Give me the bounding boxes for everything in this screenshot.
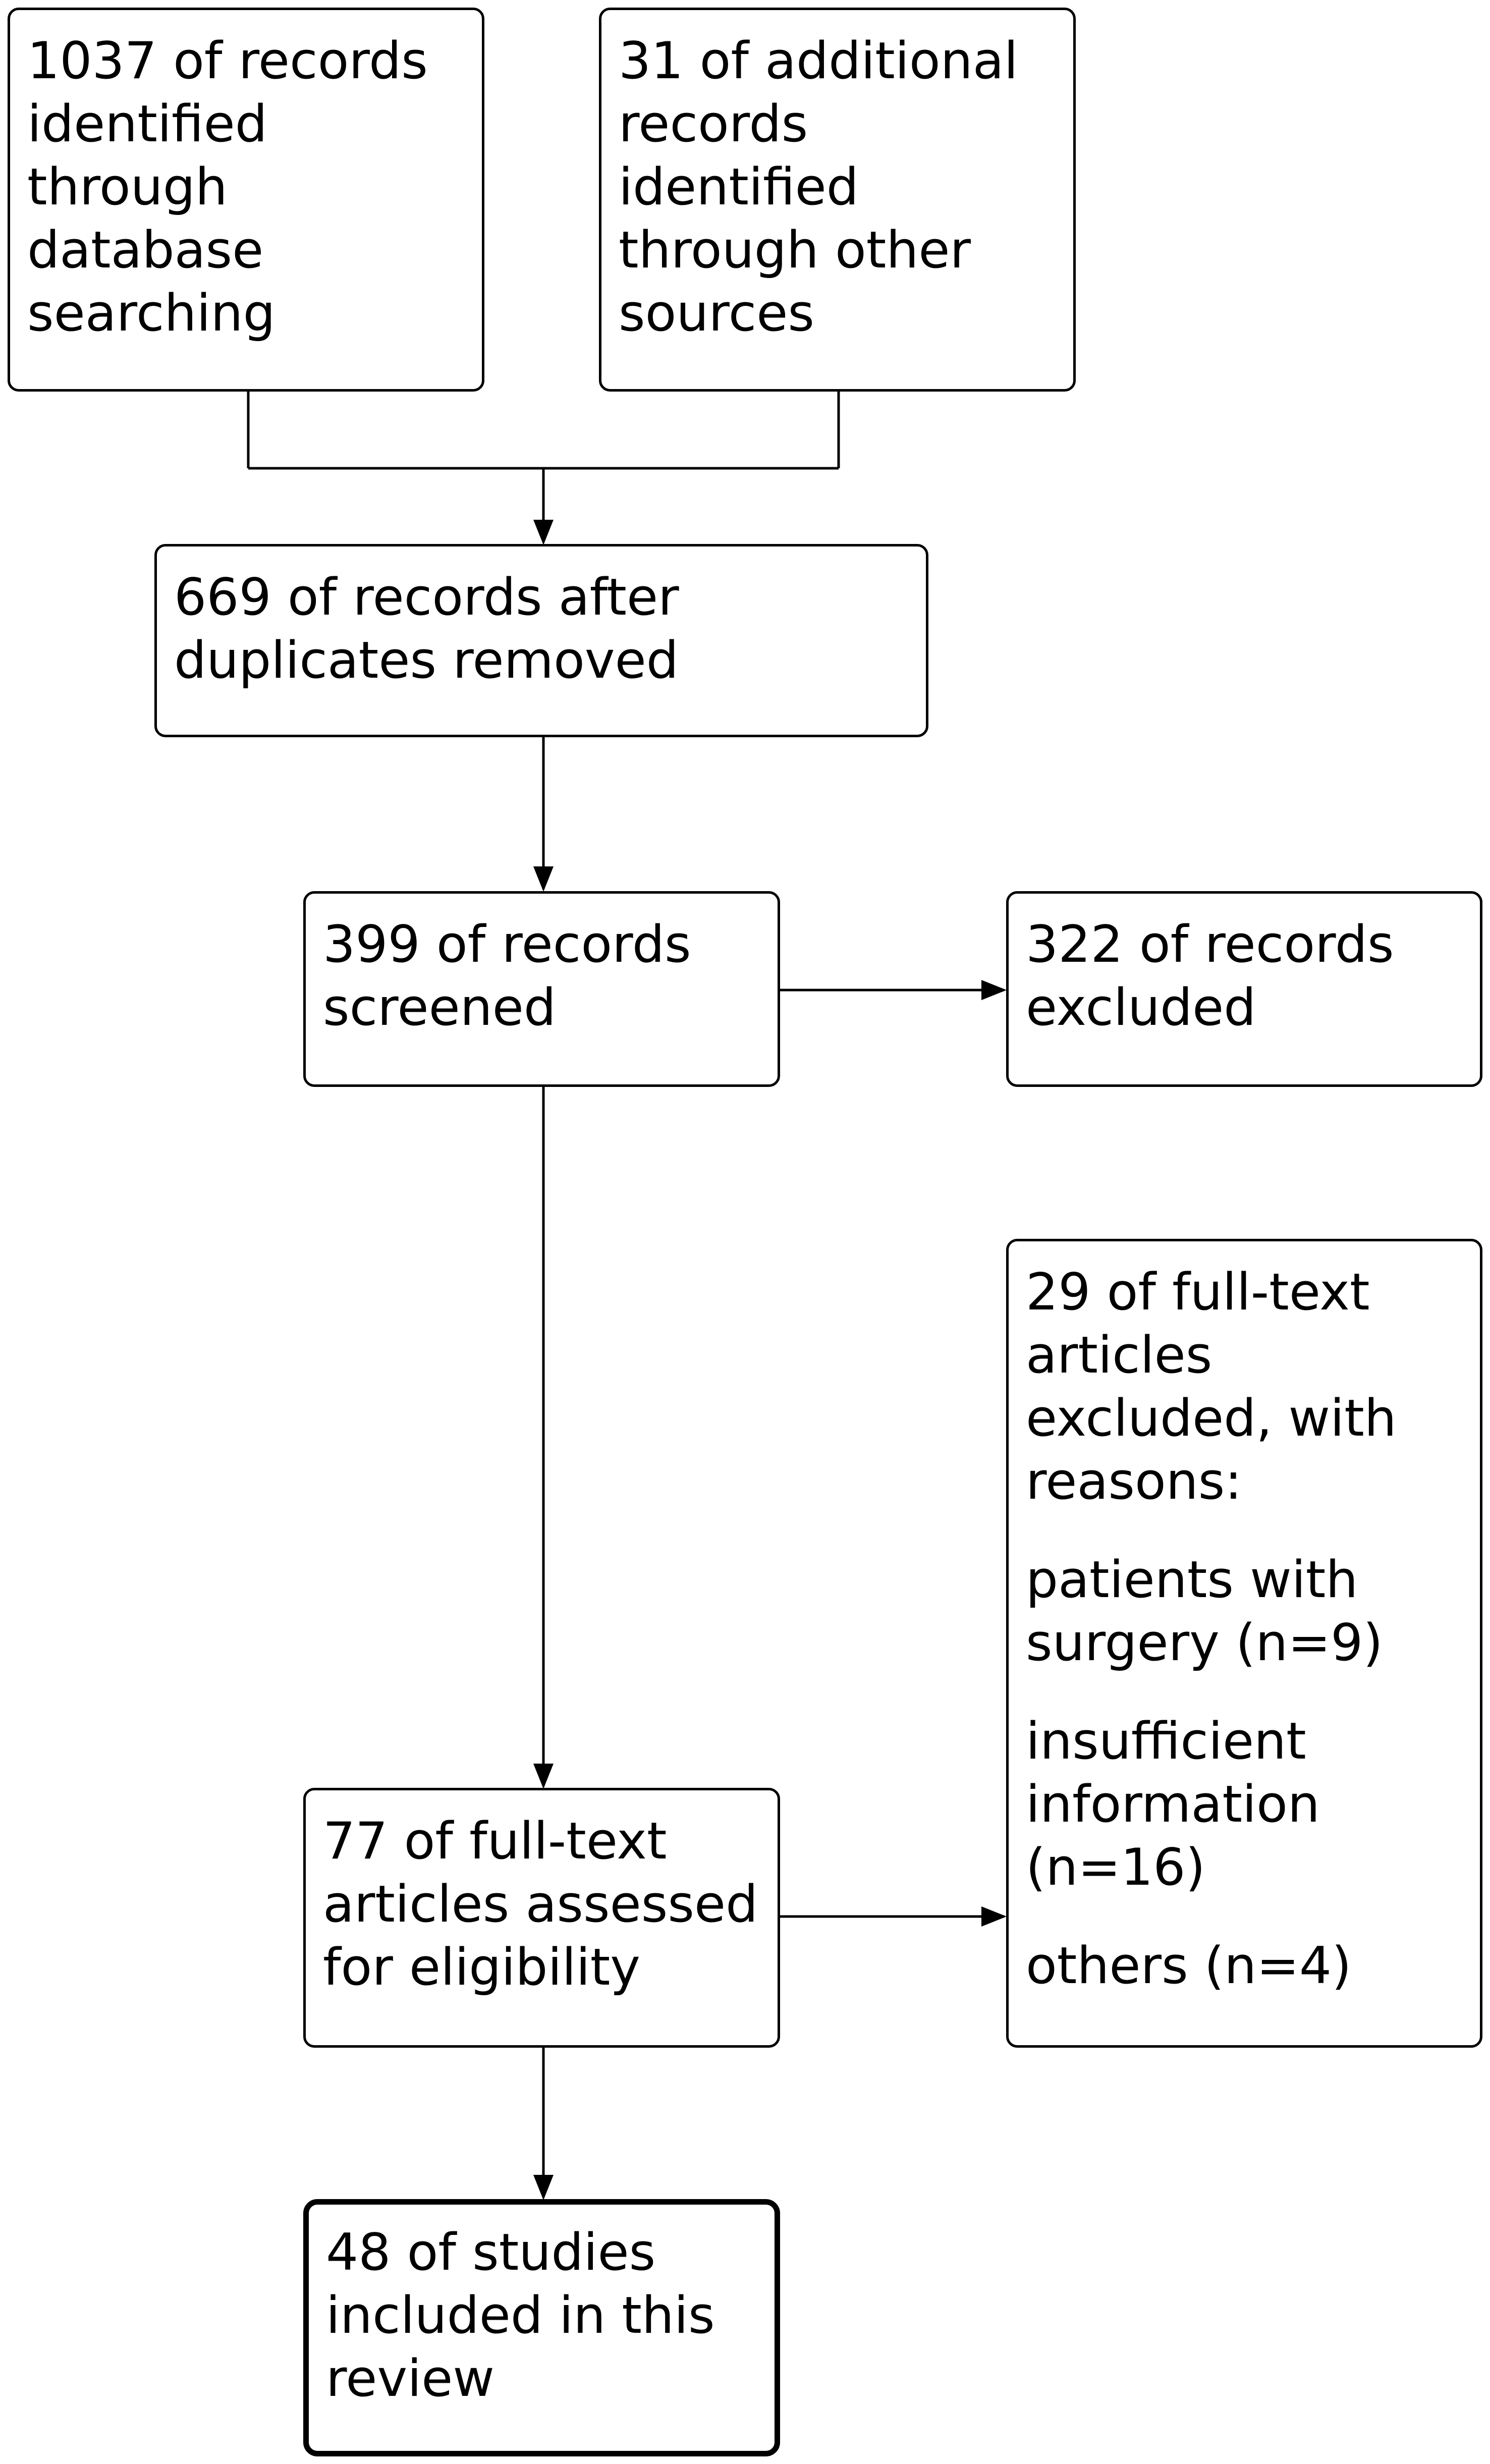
box-text-line: 48 of studies	[326, 2222, 656, 2282]
exclusion-reason-line: patients with	[1026, 1550, 1358, 1609]
box-text-line: articles	[1026, 1325, 1212, 1385]
box-text-line: sources	[619, 283, 815, 343]
box-text-line: review	[326, 2348, 495, 2408]
box-text-line: 77 of full-text	[323, 1811, 667, 1871]
box-text-line: 669 of records after	[174, 567, 679, 627]
box-text-line: 29 of full-text	[1026, 1262, 1370, 1322]
box-text-line: duplicates removed	[174, 630, 679, 690]
exclusion-reason-line: (n=16)	[1026, 1837, 1205, 1897]
box-studies-included: 48 of studies included in this review	[303, 2199, 780, 2456]
box-text-line: for eligibility	[323, 1937, 641, 1997]
box-text-line: 399 of records	[323, 914, 691, 974]
exclusion-reason-line: information	[1026, 1774, 1320, 1834]
box-text-line: 1037 of records	[27, 31, 428, 90]
exclusion-reason-line: insufficient	[1026, 1711, 1306, 1771]
box-text-line: 322 of records	[1026, 914, 1394, 974]
paragraph-gap	[1026, 1899, 1465, 1934]
box-fulltext-excluded: 29 of full-text articles excluded, with …	[1006, 1239, 1482, 2048]
box-fulltext-eligibility: 77 of full-text articles assessed for el…	[303, 1788, 780, 2048]
box-text-line: included in this	[326, 2285, 715, 2345]
exclusion-reason-line: surgery (n=9)	[1026, 1613, 1383, 1672]
box-text-line: database	[27, 220, 264, 280]
box-identification-database: 1037 of records identified through datab…	[8, 8, 484, 392]
paragraph-gap	[1026, 1513, 1465, 1548]
box-text-line: records	[619, 94, 808, 153]
box-text-line: through other	[619, 220, 971, 280]
box-text-line: excluded, with	[1026, 1388, 1397, 1448]
box-text-line: reasons:	[1026, 1451, 1242, 1511]
box-text-line: 31 of additional	[619, 31, 1018, 90]
box-text-line: searching	[27, 283, 275, 343]
paragraph-gap	[1026, 1674, 1465, 1710]
box-records-excluded: 322 of records excluded	[1006, 891, 1482, 1087]
exclusion-reason-line: others (n=4)	[1026, 1936, 1352, 1995]
box-records-screened: 399 of records screened	[303, 891, 780, 1087]
box-text-line: through	[27, 157, 228, 216]
box-text-line: screened	[323, 977, 556, 1037]
box-text-line: identified	[27, 94, 267, 153]
box-identification-other-sources: 31 of additional records identified thro…	[599, 8, 1076, 392]
box-text-line: identified	[619, 157, 859, 216]
box-text-line: articles assessed	[323, 1874, 758, 1934]
box-text-line: excluded	[1026, 977, 1256, 1037]
box-duplicates-removed: 669 of records after duplicates removed	[154, 544, 928, 737]
